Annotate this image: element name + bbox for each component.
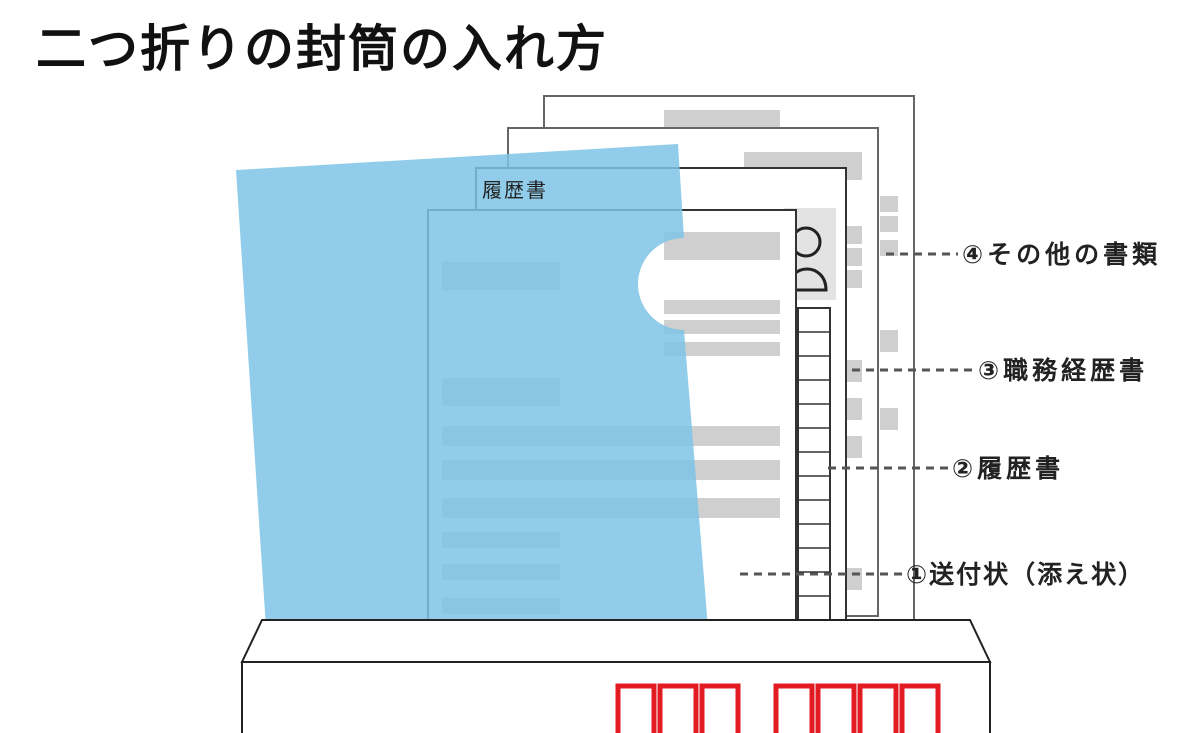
label-cover-letter: ①送付状（添え状） [906, 560, 1146, 589]
label-resume: ②履歴書 [952, 454, 1065, 483]
label-work-history: ③職務経歴書 [978, 356, 1149, 385]
clear-file-folder [236, 144, 708, 628]
page-title: 二つ折りの封筒の入れ方 [36, 20, 608, 78]
postal-code-boxes [615, 683, 941, 733]
label-other-documents: ④その他の書類 [962, 240, 1162, 269]
envelope [240, 619, 992, 733]
resume-sheet-header: 履歴書 [482, 178, 548, 202]
